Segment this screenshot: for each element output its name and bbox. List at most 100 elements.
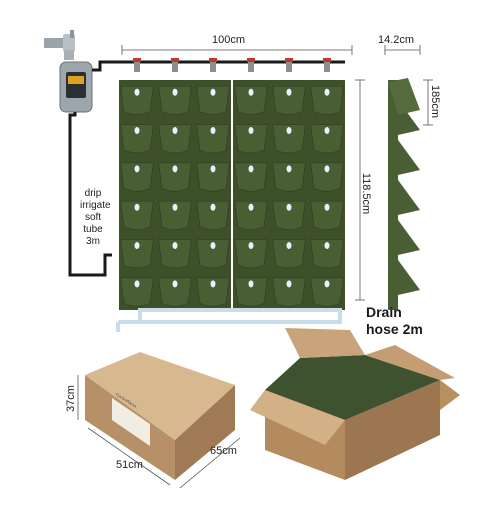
drip-emitter-icon (134, 58, 140, 72)
planter-pocket (196, 277, 230, 307)
drain-label-line: hose 2m (366, 321, 423, 337)
planter-pocket (234, 124, 268, 154)
water-drop-icon (134, 165, 140, 173)
width-label: 100cm (212, 34, 246, 46)
planter-pocket (158, 85, 192, 115)
planter-pocket (158, 124, 192, 154)
drip-emitter-icon (324, 58, 330, 72)
planter-pocket (234, 277, 268, 307)
side-profile (388, 78, 420, 310)
planter-pocket (120, 124, 154, 154)
water-drop-icon (134, 280, 140, 288)
water-drop-icon (286, 88, 292, 96)
planter-pocket (272, 85, 306, 115)
tube-label-line: tube (83, 224, 103, 235)
tube-label-line: drip (84, 188, 102, 199)
water-drop-icon (286, 242, 292, 250)
water-drop-icon (210, 242, 216, 250)
planter-pocket (310, 85, 344, 115)
water-drop-icon (134, 203, 140, 211)
water-drop-icon (286, 127, 292, 135)
supply-tube (92, 60, 345, 72)
drip-tube (68, 112, 112, 277)
timer-icon (59, 61, 93, 113)
water-drop-icon (248, 280, 254, 288)
box-height-label: 37cm (64, 385, 77, 412)
planter-pocket (310, 124, 344, 154)
planter-pocket (158, 200, 192, 230)
water-drop-icon (172, 127, 178, 135)
planter-pocket (196, 85, 230, 115)
drain-hose (118, 308, 342, 324)
drip-emitter-icon (248, 58, 254, 72)
water-drop-icon (210, 165, 216, 173)
planter-pocket (310, 277, 344, 307)
planter-pocket (234, 239, 268, 269)
planter-pocket (120, 85, 154, 115)
box-length-label: 65cm (210, 445, 237, 457)
water-drop-icon (134, 88, 140, 96)
water-drop-icon (248, 88, 254, 96)
tube-label-line: irrigate (80, 200, 111, 211)
planter-pocket (120, 239, 154, 269)
planter-pocket (120, 200, 154, 230)
planter-pocket (310, 162, 344, 192)
water-drop-icon (286, 280, 292, 288)
planter-pocket (272, 124, 306, 154)
planter-pocket (196, 239, 230, 269)
emitter-cap (171, 58, 179, 62)
open-shipping-box (250, 328, 460, 480)
water-drop-icon (324, 88, 330, 96)
emitter-cap (209, 58, 217, 62)
drip-emitter-icon (210, 58, 216, 72)
planter-pocket (310, 239, 344, 269)
planter-pocket (310, 200, 344, 230)
water-drop-icon (286, 165, 292, 173)
drain-label-line: Drain (366, 304, 402, 320)
water-drop-icon (134, 127, 140, 135)
depth-label: 14.2cm (378, 34, 415, 46)
water-drop-icon (172, 280, 178, 288)
drip-emitter-icon (286, 58, 292, 72)
water-drop-icon (286, 203, 292, 211)
planter-pocket (196, 124, 230, 154)
planter-pocket (196, 200, 230, 230)
water-drop-icon (172, 88, 178, 96)
water-drop-icon (324, 280, 330, 288)
tube-label: drip irrigate soft tube 3m (80, 188, 111, 248)
pocket-height-label: 185cm (429, 84, 442, 119)
closed-shipping-box (85, 352, 235, 480)
water-drop-icon (324, 127, 330, 135)
planter-pocket (158, 239, 192, 269)
drip-emitter-icon (172, 58, 178, 72)
planter-pocket (234, 85, 268, 115)
planter-pocket (158, 277, 192, 307)
drain-label: Drain hose 2m (366, 304, 423, 338)
planter-pocket (120, 162, 154, 192)
water-drop-icon (248, 127, 254, 135)
water-drop-icon (210, 280, 216, 288)
water-drop-icon (248, 203, 254, 211)
planter-pockets (119, 58, 345, 310)
planter-pocket (158, 162, 192, 192)
planter-pocket (272, 200, 306, 230)
water-drop-icon (248, 165, 254, 173)
water-drop-icon (172, 203, 178, 211)
water-drop-icon (210, 203, 216, 211)
height-label: 118.5cm (360, 172, 373, 215)
planter-panel (119, 80, 231, 310)
faucet-icon (44, 30, 75, 60)
water-drop-icon (210, 88, 216, 96)
tube-label-line: 3m (86, 236, 100, 247)
planter-pocket (234, 200, 268, 230)
box-width-label: 51cm (116, 459, 143, 471)
emitter-cap (285, 58, 293, 62)
planter-pocket (234, 162, 268, 192)
tube-label-line: soft (84, 212, 102, 223)
planter-pocket (272, 239, 306, 269)
planter-pocket (196, 162, 230, 192)
emitter-cap (247, 58, 255, 62)
planter-pocket (272, 162, 306, 192)
planter-pocket (272, 277, 306, 307)
